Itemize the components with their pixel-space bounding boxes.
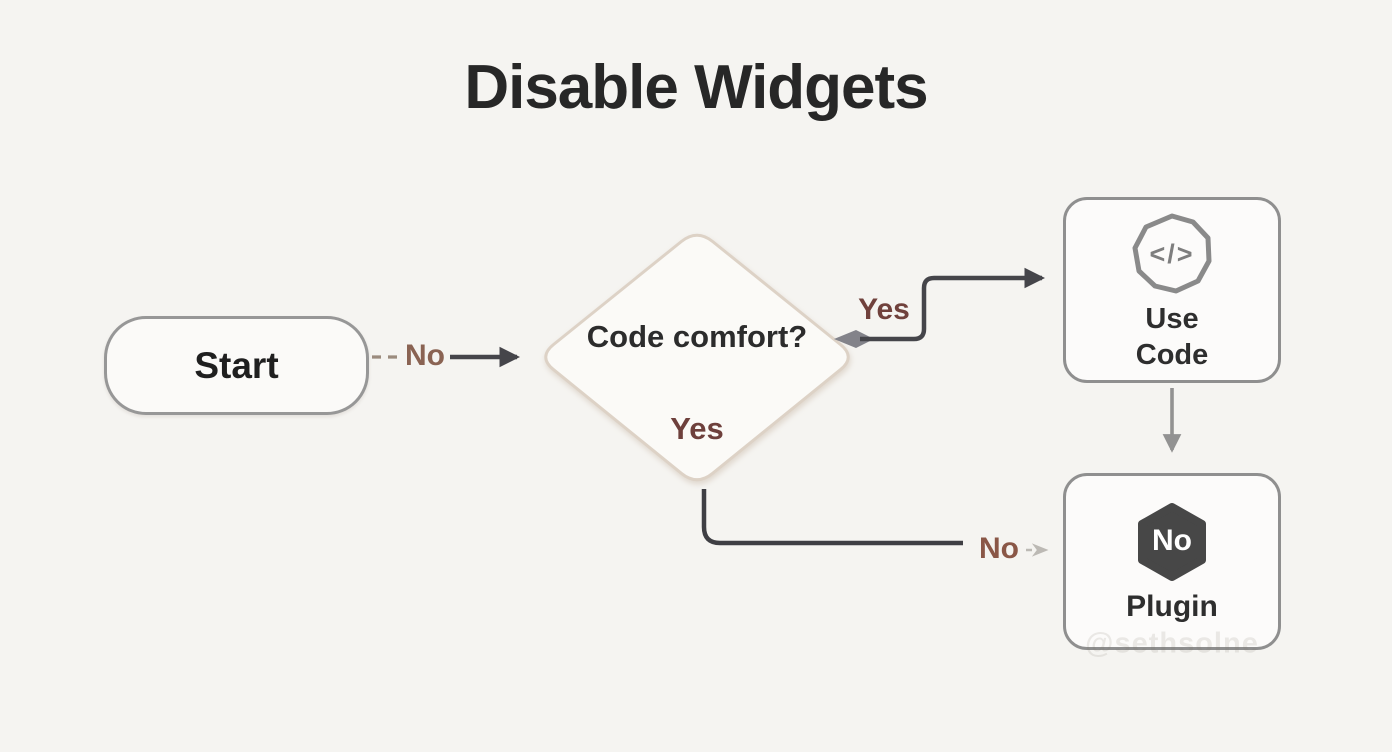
node-use-code-label-line1: Use: [1145, 303, 1199, 335]
code-icon-badge: [1132, 213, 1212, 294]
node-use-code: </> Use Code: [1063, 197, 1281, 383]
edge-label-no-start: No: [405, 339, 445, 372]
edge-decision-to-usecode: [860, 267, 1046, 342]
decision-inner-label: Yes: [670, 411, 724, 446]
node-plugin: No Plugin: [1063, 473, 1281, 650]
hexagon-icon-shape: [1138, 502, 1206, 581]
decision-diamond-shape: [544, 233, 850, 482]
edge-label-yes: Yes: [858, 293, 910, 326]
node-start-label: Start: [194, 344, 279, 386]
decision-question: Code comfort?: [586, 319, 808, 354]
node-start: Start: [104, 316, 369, 415]
hexagon-no-icon: No: [1130, 499, 1214, 585]
code-icon: </>: [1130, 211, 1214, 297]
yes-edge-start-connector: [834, 330, 874, 348]
node-use-code-label-line2: Code: [1135, 339, 1209, 371]
page-title: Disable Widgets: [464, 53, 928, 122]
edge-decision-to-plugin: [701, 489, 963, 546]
code-icon-glyph: </>: [1149, 239, 1195, 269]
watermark: @sethsolne: [1085, 627, 1259, 660]
edge-label-no-plugin: No: [979, 532, 1019, 565]
hexagon-icon-label: No: [1152, 523, 1192, 557]
node-plugin-label: Plugin: [1126, 589, 1218, 623]
